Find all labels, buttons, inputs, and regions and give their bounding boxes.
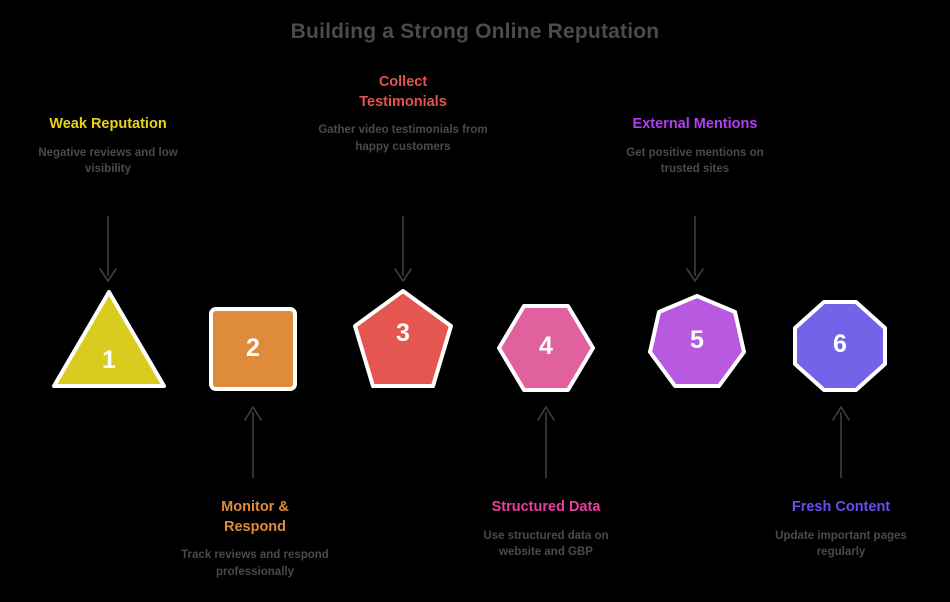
step-label-2: Monitor & Respond Track reviews and resp… [155,498,355,580]
step-description-4: Use structured data on website and GBP [483,529,609,559]
step-description-6: Update important pages regularly [775,529,907,559]
hexagon-icon [497,304,595,392]
page-title: Building a Strong Online Reputation [290,20,660,43]
square-icon [209,307,297,391]
heptagon-icon [648,294,746,388]
step-label-6: Fresh Content Update important pages reg… [741,498,941,561]
arrow-down-1 [99,216,117,282]
step-label-3: Collect Testimonials Gather video testim… [303,73,503,155]
octagon-icon [793,300,887,392]
step-description-5: Get positive mentions on trusted sites [626,146,764,176]
step-heading-5: External Mentions [632,116,758,132]
triangle-icon [52,290,166,388]
arrow-down-3 [394,216,412,282]
pentagon-icon [353,289,453,388]
step-shape-4[interactable]: 4 [494,302,598,394]
step-heading-3: Collect Testimonials [359,74,447,110]
step-label-1: Weak Reputation Negative reviews and low… [8,115,208,178]
step-shape-2[interactable]: 2 [207,306,299,392]
step-heading-4: Structured Data [491,499,601,515]
step-shape-1[interactable]: 1 [47,286,171,392]
step-description-3: Gather video testimonials from happy cus… [318,124,488,153]
step-label-4: Structured Data Use structured data on w… [446,498,646,561]
step-shape-3[interactable]: 3 [350,286,456,392]
step-description-1: Negative reviews and low visibility [38,146,178,176]
step-label-5: External Mentions Get positive mentions … [595,115,795,178]
step-heading-1: Weak Reputation [49,116,167,132]
arrow-up-4 [537,406,555,478]
step-shape-5[interactable]: 5 [645,292,749,392]
step-heading-6: Fresh Content [791,499,891,515]
arrow-down-5 [686,216,704,282]
step-shape-6[interactable]: 6 [790,298,890,394]
step-description-2: Track reviews and respond professionally [181,549,329,578]
arrow-up-6 [832,406,850,478]
step-heading-2: Monitor & Respond [221,499,289,535]
arrow-up-2 [244,406,262,478]
